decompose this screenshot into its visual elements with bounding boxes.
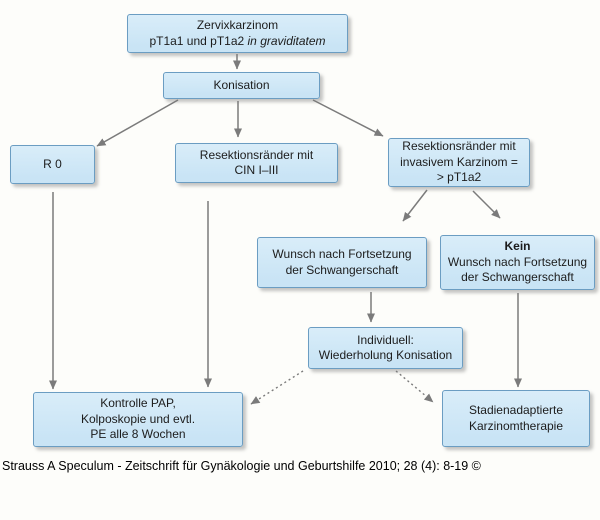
node-r0-label: R 0 (43, 156, 62, 171)
node-invasiv-line3: > pT1a2 (436, 170, 482, 185)
node-kein-line2: Wunsch nach Fortsetzung (447, 254, 588, 269)
node-stadien-line2: Karzinomtherapie (468, 418, 564, 433)
node-resektionsraender-cin: Resektionsränder mit CIN I–III (175, 143, 338, 183)
node-kontrolle-line1: Kontrolle PAP, (100, 396, 176, 411)
dotted-arrow-individuell-to-kontrolle (250, 370, 304, 405)
node-kontrolle-pap: Kontrolle PAP, Kolposkopie und evtl. PE … (33, 392, 243, 447)
node-konisation: Konisation (163, 72, 320, 99)
node-wunsch-line2: der Schwangerschaft (285, 262, 399, 277)
node-cin-line2: CIN I–III (234, 163, 279, 177)
node-invasiv-line2: invasivem Karzinom = (400, 154, 518, 169)
source-citation: Strauss A Speculum - Zeitschrift für Gyn… (2, 459, 481, 473)
node-zervixkarzinom-line2: pT1a1 und pT1a2 in graviditatem (149, 33, 326, 48)
node-individuell-line1: Individuell: (357, 332, 414, 347)
arrow-konisation-to-r0 (96, 99, 179, 147)
node-wunsch-fortsetzung: Wunsch nach Fortsetzung der Schwangersch… (257, 237, 427, 288)
node-cin-line1: Resektionsränder mit (199, 147, 314, 162)
node-invasiv-line1: Resektionsränder mit (402, 139, 516, 154)
node-resektionsraender-invasiv: Resektionsränder mit invasivem Karzinom … (388, 138, 530, 187)
node-stadienadaptierte-therapie: Stadienadaptierte Karzinomtherapie (442, 390, 590, 447)
node-stadien-line1: Stadienadaptierte (468, 403, 564, 417)
node-kein-wunsch-fortsetzung: Kein Wunsch nach Fortsetzung der Schwang… (440, 235, 595, 290)
dotted-arrow-individuell-to-stadien (395, 370, 434, 403)
node-kontrolle-line2: Kolposkopie und evtl. (80, 411, 196, 426)
node-zervixkarzinom-line1: Zervixkarzinom (196, 18, 279, 32)
node-konisation-label: Konisation (213, 77, 270, 92)
node-wunsch-line1: Wunsch nach Fortsetzung (272, 247, 412, 261)
node-r0: R 0 (10, 145, 95, 184)
node-individuell-wiederholung: Individuell: Wiederholung Konisation (308, 327, 463, 369)
arrow-konisation-to-invasiv (312, 99, 384, 137)
node-kontrolle-line3: PE alle 8 Wochen (90, 427, 186, 442)
arrow-invasiv-to-kein (472, 190, 501, 219)
node-individuell-line2: Wiederholung Konisation (318, 348, 453, 362)
node-zervixkarzinom: Zervixkarzinom pT1a1 und pT1a2 in gravid… (127, 14, 348, 53)
arrow-invasiv-to-wunsch (402, 189, 428, 222)
node-kein-line1: Kein (504, 239, 531, 254)
node-kein-line3: der Schwangerschaft (461, 270, 574, 285)
